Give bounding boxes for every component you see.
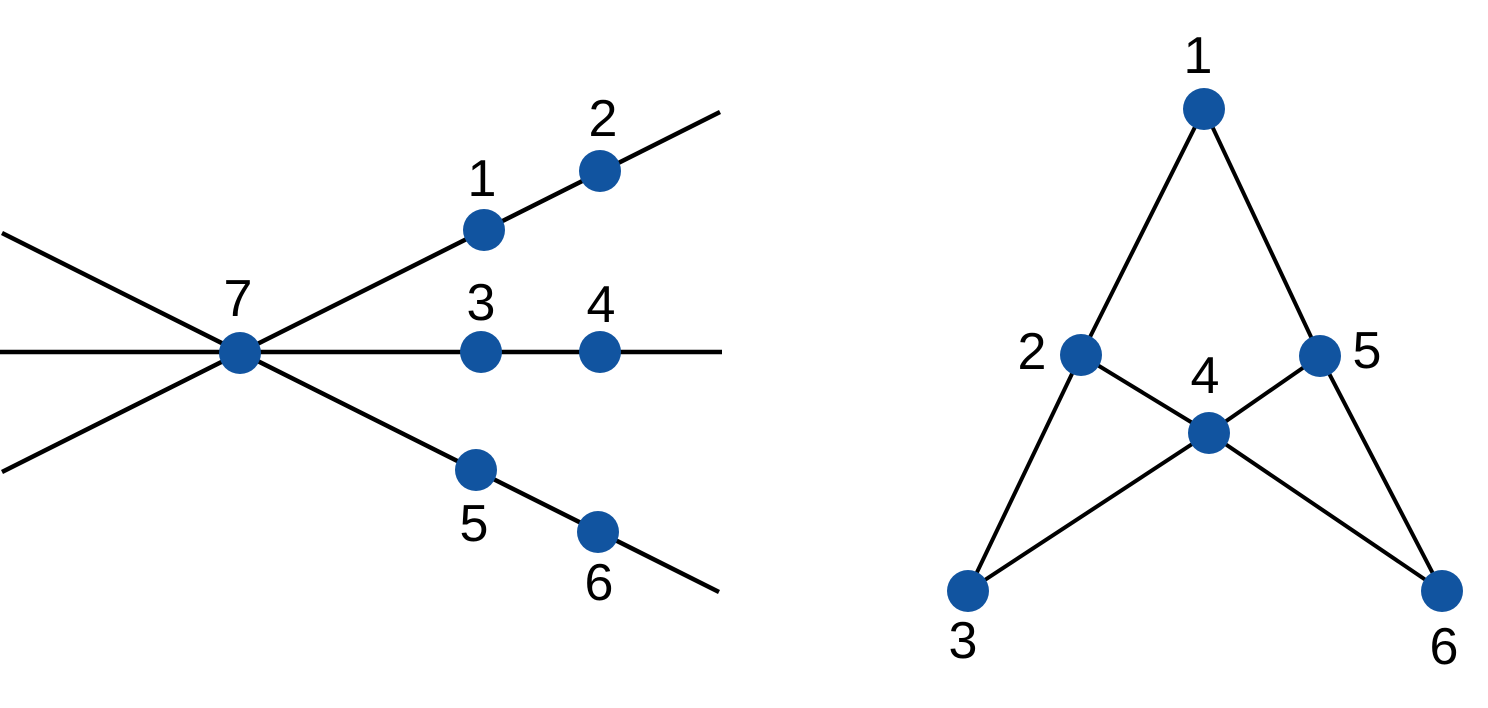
- right-edge-1-5: [1202, 108, 1322, 357]
- right-node-dot-5: [1299, 335, 1341, 377]
- left-point-label-3: 3: [467, 274, 496, 332]
- right-node-label-5: 5: [1353, 322, 1382, 380]
- right-node-dot-6: [1421, 570, 1463, 612]
- right-node-label-1: 1: [1184, 27, 1213, 85]
- left-point-dot-3: [460, 331, 502, 373]
- left-point-label-6: 6: [585, 554, 614, 612]
- right-node-label-4: 4: [1191, 347, 1220, 405]
- right-edge-2-4: [1079, 353, 1211, 435]
- right-node-dot-4: [1188, 412, 1230, 454]
- right-edge-2-3: [966, 354, 1083, 592]
- left-point-label-1: 1: [468, 150, 497, 208]
- right-edge-4-6: [1207, 431, 1444, 593]
- right-node-dot-3: [947, 570, 989, 612]
- left-point-dot-6: [577, 511, 619, 553]
- left-point-dot-7: [219, 332, 261, 374]
- left-point-label-2: 2: [589, 90, 618, 148]
- left-point-dot-1: [463, 209, 505, 251]
- left-point-dot-2: [579, 150, 621, 192]
- left-point-dot-5: [455, 449, 497, 491]
- right-node-label-6: 6: [1430, 618, 1459, 676]
- right-node-dot-2: [1060, 334, 1102, 376]
- right-node-label-2: 2: [1018, 323, 1047, 381]
- right-edge-1-2: [1079, 108, 1206, 356]
- right-edge-5-6: [1318, 355, 1444, 592]
- left-point-label-7: 7: [224, 270, 253, 328]
- right-edge-3-4: [966, 431, 1211, 593]
- right-node-dot-1: [1183, 88, 1225, 130]
- right-edge-4-5: [1207, 354, 1322, 435]
- left-point-label-5: 5: [460, 495, 489, 553]
- left-point-label-4: 4: [587, 276, 616, 334]
- right-node-label-3: 3: [949, 612, 978, 670]
- left-point-dot-4: [579, 331, 621, 373]
